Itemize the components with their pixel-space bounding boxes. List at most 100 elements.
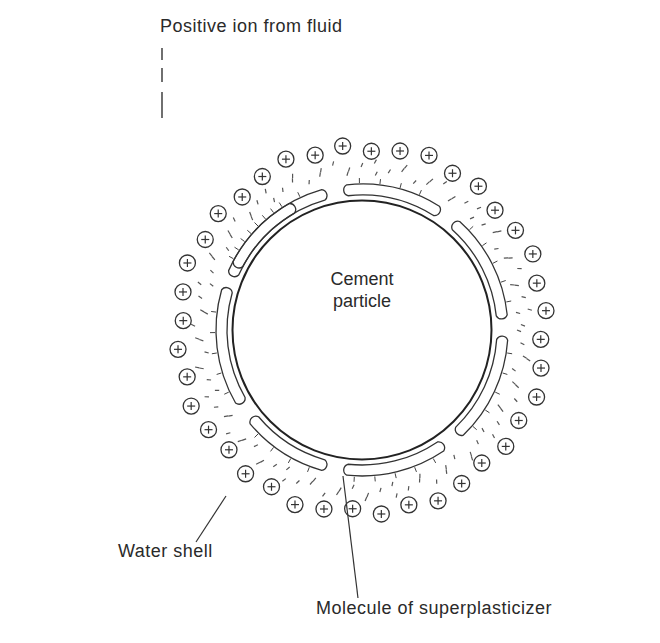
water-dash <box>470 452 471 456</box>
water-dash <box>228 230 230 234</box>
positive-ion <box>538 303 554 319</box>
water-dash <box>515 285 519 287</box>
positive-ion <box>210 206 226 222</box>
water-dash <box>292 174 293 178</box>
positive-ion <box>401 497 417 513</box>
positive-ion <box>363 143 379 159</box>
water-dash <box>205 396 209 397</box>
molecule-tick <box>433 459 435 463</box>
positive-ion <box>421 147 437 163</box>
water-dash <box>199 367 203 369</box>
water-dash <box>230 234 232 238</box>
molecule-tick <box>298 192 300 197</box>
water-dash <box>250 212 252 216</box>
positive-ion <box>197 232 213 248</box>
water-dash <box>224 415 228 417</box>
water-dash <box>508 257 512 258</box>
positive-ion <box>221 442 237 458</box>
water-dash <box>522 296 526 298</box>
water-dash <box>493 434 495 438</box>
water-dash <box>528 309 532 310</box>
water-dash <box>402 168 405 171</box>
positive-ion <box>179 255 195 271</box>
water-shell-dashes <box>191 160 532 501</box>
water-dash <box>374 160 376 164</box>
water-dash <box>292 178 293 182</box>
molecule-tick <box>271 209 274 213</box>
water-dash <box>339 488 341 492</box>
water-dash <box>273 464 277 466</box>
water-dash <box>426 182 429 185</box>
water-dash <box>323 493 326 496</box>
positive-ion <box>254 169 270 185</box>
molecule-tick <box>308 467 310 472</box>
water-dash <box>380 488 381 492</box>
water-dash <box>319 172 321 176</box>
water-dash <box>408 486 410 490</box>
molecule-tick <box>485 410 489 413</box>
water-dash <box>347 172 348 176</box>
molecule-tick <box>395 473 396 478</box>
molecule-tick <box>374 476 375 481</box>
water-dash <box>419 478 420 482</box>
water-dash <box>448 199 452 201</box>
water-dash <box>446 470 448 474</box>
molecule-tick <box>400 183 401 188</box>
water-dash <box>436 479 437 483</box>
water-dash <box>191 324 195 326</box>
water-dash <box>510 284 514 286</box>
water-dash <box>215 390 219 391</box>
particle-outline <box>231 199 493 461</box>
water-dash <box>210 284 213 287</box>
water-dash <box>198 296 202 298</box>
water-dash <box>205 352 209 353</box>
water-dash <box>404 165 407 168</box>
molecule-label: Molecule of superplasticizer <box>316 598 552 619</box>
water-dash <box>282 188 284 192</box>
water-dash <box>251 216 253 220</box>
water-dash <box>482 224 486 225</box>
water-dash <box>310 481 313 484</box>
molecule-tick <box>279 203 282 207</box>
positive-ion <box>525 246 541 262</box>
water-dash <box>388 170 390 174</box>
water-dash <box>477 440 479 444</box>
water-dash <box>226 433 230 434</box>
leader-line <box>196 496 226 542</box>
water-dash <box>226 247 229 250</box>
superplasticizer-molecules <box>210 178 512 482</box>
molecule-tick <box>503 373 508 374</box>
water-dash <box>512 369 515 372</box>
positive-ion <box>287 497 303 513</box>
water-dash <box>445 465 447 469</box>
water-dash <box>273 198 275 202</box>
positive-ion <box>335 138 351 154</box>
positive-ion <box>183 398 199 414</box>
water-dash <box>286 467 289 470</box>
water-shell-label: Water shell <box>118 541 213 562</box>
molecule-tick <box>247 230 251 233</box>
positive-ion <box>529 275 545 291</box>
water-dash <box>504 257 508 258</box>
molecule-tick <box>470 226 474 229</box>
positive-ion <box>529 389 545 405</box>
positive-ion <box>307 147 323 163</box>
positive-ion <box>498 438 514 454</box>
water-dash <box>527 358 531 360</box>
water-dash <box>512 382 515 385</box>
water-dash <box>195 338 199 340</box>
positive-ion <box>264 479 280 495</box>
positive-ion <box>392 143 408 159</box>
molecule-tick <box>229 256 233 258</box>
water-dash <box>282 479 285 482</box>
water-dash <box>521 325 525 327</box>
water-dash <box>482 428 484 432</box>
water-dash <box>494 248 498 250</box>
water-dash <box>493 231 497 233</box>
water-dash <box>200 310 204 312</box>
water-dash <box>256 462 260 464</box>
leader-line <box>343 476 358 598</box>
water-dash <box>214 406 218 408</box>
cement-particle: Cement particle <box>231 199 493 461</box>
molecule-tick <box>379 179 381 184</box>
